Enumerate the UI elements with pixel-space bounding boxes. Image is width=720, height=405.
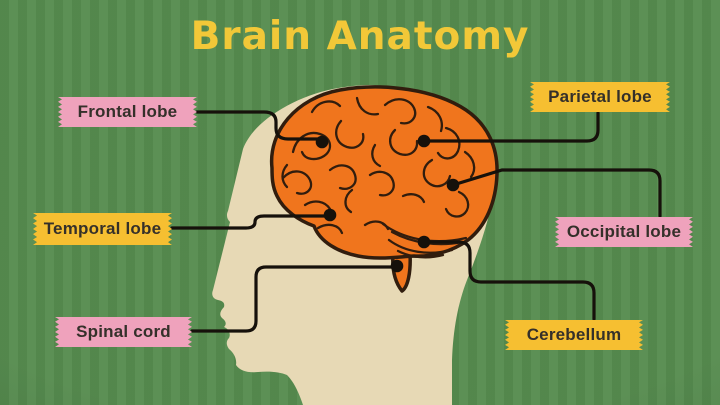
connector-dot-spinal-cord: [390, 259, 404, 273]
label-occipital-lobe-text: Occipital lobe: [566, 222, 682, 241]
label-frontal-lobe-text: Frontal lobe: [77, 102, 178, 121]
label-spinal-cord-text: Spinal cord: [76, 322, 171, 341]
label-occipital-lobe: Occipital lobe: [555, 217, 693, 247]
connector-dot-frontal-lobe: [315, 135, 329, 149]
label-temporal-lobe-text: Temporal lobe: [43, 219, 162, 238]
connector-dot-occipital-lobe: [446, 178, 460, 192]
connector-line-temporal-lobe: [170, 214, 332, 230]
page-title: Brain Anatomy: [190, 14, 530, 59]
label-parietal-lobe: Parietal lobe: [530, 82, 670, 112]
label-cerebellum: Cerebellum: [505, 320, 643, 350]
connector-dot-temporal-lobe: [323, 208, 337, 222]
connector-line-cerebellum: [422, 240, 596, 321]
label-spinal-cord: Spinal cord: [55, 317, 192, 347]
connector-line-parietal-lobe: [422, 111, 600, 143]
label-temporal-lobe: Temporal lobe: [33, 213, 172, 245]
connector-dot-parietal-lobe: [417, 134, 431, 148]
connector-line-frontal-lobe: [195, 110, 322, 141]
connector-lines: [170, 110, 662, 333]
brain-gyri-squiggles: [281, 96, 476, 235]
connector-dot-cerebellum: [417, 235, 431, 249]
connector-line-occipital-lobe: [451, 168, 662, 218]
connector-line-spinal-cord: [190, 265, 399, 333]
label-cerebellum-text: Cerebellum: [526, 325, 622, 344]
label-parietal-lobe-text: Parietal lobe: [548, 87, 652, 106]
connector-dots: [315, 134, 460, 273]
label-frontal-lobe: Frontal lobe: [58, 97, 197, 127]
